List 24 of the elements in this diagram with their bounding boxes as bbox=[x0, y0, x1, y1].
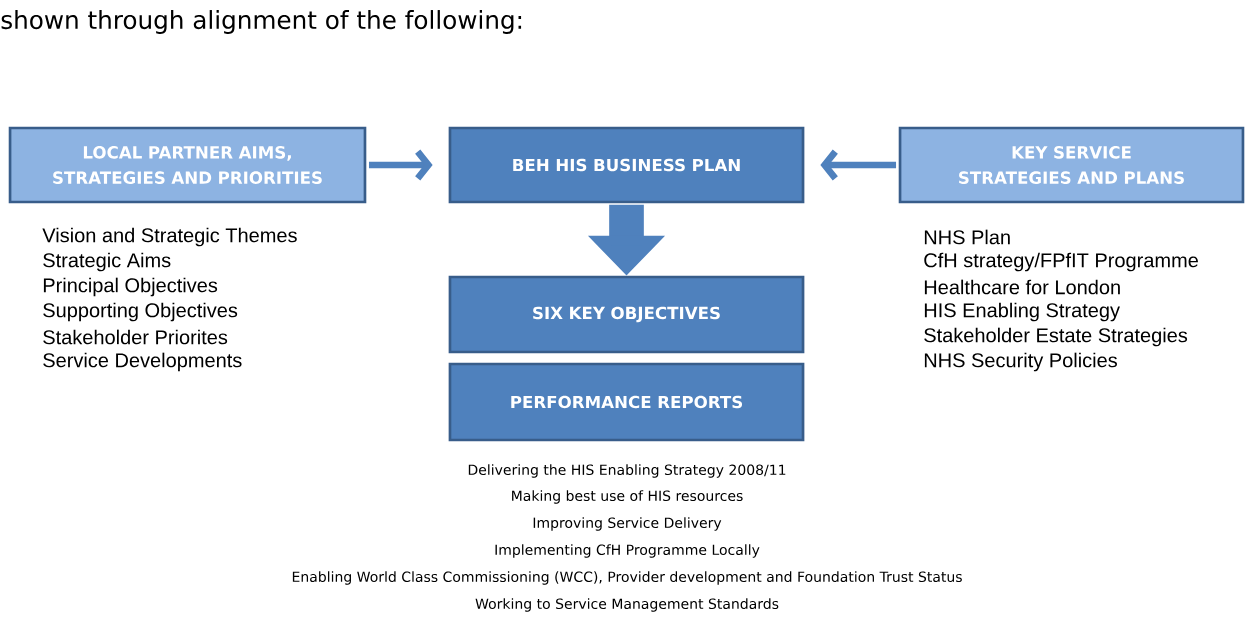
text-line: shown through alignment of the following: bbox=[1, 10, 522, 34]
list-item: Healthcare for London bbox=[924, 279, 1120, 295]
objective-line: Enabling World Class Commissioning (WCC), Provider development and Foundation Trust Status bbox=[292, 571, 962, 585]
objective-line: Working to Service Management Standards bbox=[475, 598, 779, 612]
list-item: Supporting Objectives bbox=[43, 302, 238, 322]
list-item: Service Developments bbox=[43, 352, 242, 372]
list-item: NHS Plan bbox=[924, 229, 1010, 245]
objective-line: Delivering the HIS Enabling Strategy 2008/11 bbox=[468, 464, 786, 478]
process-box: KEY SERVICE STRATEGIES AND PLANS bbox=[898, 126, 1245, 204]
list-item: NHS Security Policies bbox=[924, 352, 1117, 372]
list-item: Principal Objectives bbox=[43, 277, 218, 297]
arrow bbox=[820, 149, 897, 181]
list-item: CfH strategy/FPfIT Programme bbox=[924, 252, 1198, 272]
process-box: BEH HIS BUSINESS PLAN bbox=[448, 126, 805, 204]
objective-line: Improving Service Delivery bbox=[533, 517, 722, 531]
list-item: HIS Enabling Strategy bbox=[924, 302, 1120, 322]
list-item: Stakeholder Estate Strategies bbox=[924, 327, 1188, 347]
list-item: Vision and Strategic Themes bbox=[42, 227, 297, 247]
list-item: Stakeholder Priorites bbox=[43, 329, 228, 345]
list-item: Strategic Aims bbox=[43, 252, 171, 272]
process-box: LOCAL PARTNER AIMS, STRATEGIES AND PRIORITIES bbox=[8, 126, 367, 204]
objective-line: Making best use of HIS resources bbox=[512, 490, 743, 504]
process-box: PERFORMANCE REPORTS bbox=[448, 362, 805, 442]
objective-line: Implementing CfH Programme Locally bbox=[495, 544, 760, 558]
